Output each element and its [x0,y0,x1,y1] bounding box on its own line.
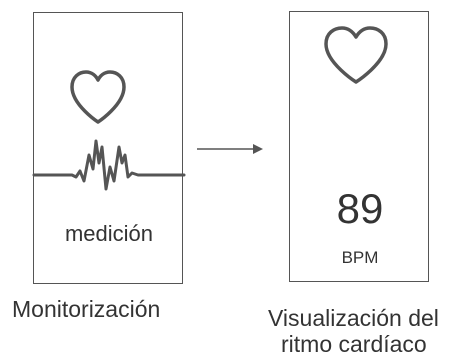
bpm-value: 89 [336,185,384,232]
heart-rate-display-panel: 89 BPM [289,11,429,282]
heart-rate-visualization-caption-line1: Visualización del [268,305,439,331]
monitoring-device-panel: medición [32,12,186,284]
heart-rate-visualization-caption-line2: ritmo cardíaco [281,331,427,357]
heartbeat-waveform-icon [32,139,186,191]
bpm-unit-label: BPM [341,248,379,267]
right-arrow-icon [197,144,263,154]
monitoring-caption: Monitorización [12,296,161,322]
measurement-label: medición [64,221,154,246]
heart-icon [70,70,126,124]
heart-icon [324,26,388,84]
